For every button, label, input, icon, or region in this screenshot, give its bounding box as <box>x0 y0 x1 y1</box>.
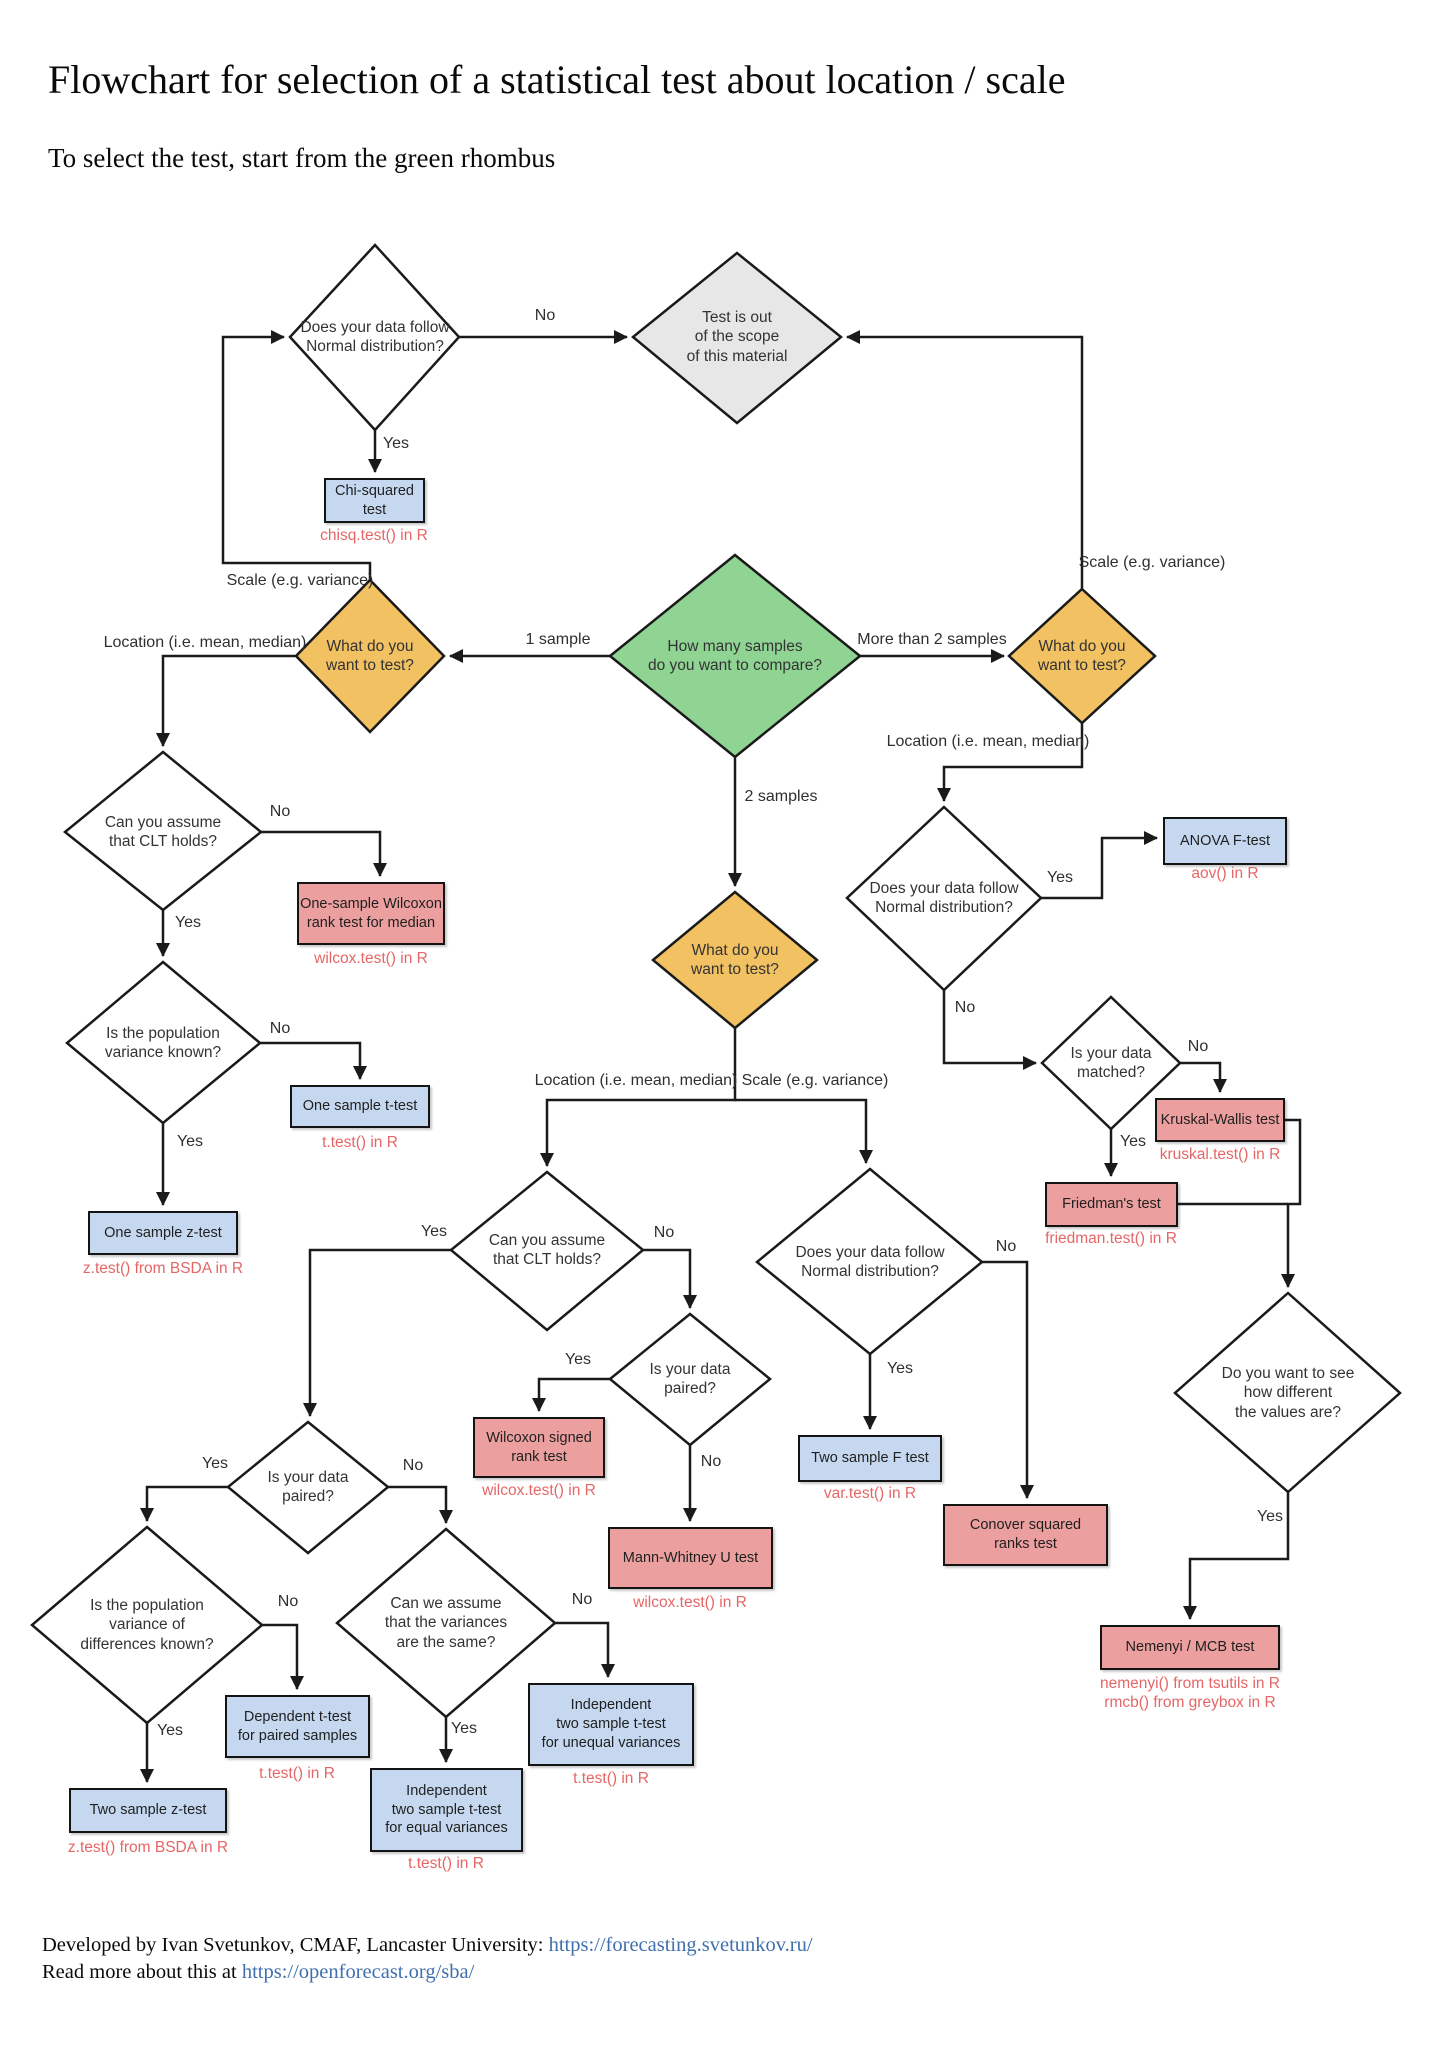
footer-readmore-text: Read more about this at <box>42 1961 242 1984</box>
test-box-mann-whitney: Mann-Whitney U test <box>608 1527 773 1589</box>
page-title: Flowchart for selection of a statistical… <box>48 57 1066 102</box>
diamond-paired-left <box>226 1420 390 1555</box>
edge-whatmid-location <box>540 1028 737 1167</box>
edge-normalright-yes <box>1041 831 1158 900</box>
test-box-conover: Conover squared ranks test <box>943 1504 1108 1566</box>
diamond-how-different <box>1173 1291 1402 1494</box>
test-box-one-sample-z: One sample z-test <box>88 1211 238 1255</box>
edge-cltmid-yes <box>303 1248 451 1417</box>
diamond-paired-mid <box>608 1312 772 1447</box>
diamond-what-right <box>1007 587 1157 725</box>
test-box-two-sample-f: Two sample F test <box>798 1435 942 1482</box>
diamond-var-same <box>335 1527 557 1719</box>
diamond-clt-mid <box>449 1170 645 1332</box>
test-box-chi-squared: Chi-squared test <box>324 478 425 523</box>
page-subtitle: To select the test, start from the green… <box>48 143 556 173</box>
test-box-wilcoxon-signed: Wilcoxon signed rank test <box>473 1417 605 1478</box>
test-box-indep-unequal: Independent two sample t-test for unequa… <box>528 1683 694 1766</box>
diamond-normal-top <box>288 243 461 432</box>
footer-line1: Developed by Ivan Svetunkov, CMAF, Lanca… <box>42 1932 813 1959</box>
test-box-indep-equal: Independent two sample t-test for equal … <box>370 1768 523 1852</box>
test-box-friedman: Friedman's test <box>1045 1182 1178 1227</box>
edge-whatleft-scale-loop <box>221 330 372 580</box>
diamond-how-many <box>608 553 862 759</box>
edge-popvardiff-no <box>262 1623 304 1690</box>
test-box-nemenyi: Nemenyi / MCB test <box>1100 1625 1280 1670</box>
test-box-anova-f: ANOVA F-test <box>1163 817 1287 865</box>
edge-pairedleft-no <box>388 1485 453 1524</box>
diamond-out-of-scope <box>631 251 843 425</box>
diamond-pop-var-diff <box>30 1525 264 1725</box>
diamond-matched <box>1040 995 1182 1131</box>
edge-pairedmid-yes <box>532 1377 610 1412</box>
edge-cltleft-no <box>261 830 387 877</box>
edge-kruskal-down <box>1281 1118 1302 1288</box>
test-box-kruskal-wallis: Kruskal-Wallis test <box>1155 1098 1285 1142</box>
footer-credit-text: Developed by Ivan Svetunkov, CMAF, Lanca… <box>42 1934 549 1956</box>
diamond-what-left <box>294 578 446 734</box>
footer-link-forecasting[interactable]: https://forecasting.svetunkov.ru/ <box>548 1934 813 1956</box>
test-box-two-sample-z: Two sample z-test <box>69 1788 227 1833</box>
test-box-one-sample-t: One sample t-test <box>290 1085 430 1128</box>
diamond-normal-mid <box>755 1167 984 1356</box>
test-box-one-sample-wilcoxon: One-sample Wilcoxon rank test for median <box>297 882 445 945</box>
edge-howdiff-yes <box>1183 1492 1290 1620</box>
edge-pairedleft-yes <box>140 1485 228 1522</box>
edge-matched-no <box>1180 1061 1227 1093</box>
footer: Developed by Ivan Svetunkov, CMAF, Lanca… <box>42 1932 813 1987</box>
diamond-normal-right <box>845 805 1043 992</box>
edge-whatleft-location <box>156 654 296 747</box>
edge-cltmid-no <box>643 1248 697 1309</box>
footer-link-openforecast[interactable]: https://openforecast.org/sba/ <box>241 1961 475 1984</box>
edge-popvar-no <box>260 1041 367 1080</box>
edge-whatright-location <box>937 723 1084 802</box>
test-box-dependent-t: Dependent t-test for paired samples <box>225 1695 370 1758</box>
edge-varsame-no <box>555 1621 615 1678</box>
footer-line2: Read more about this at https://openfore… <box>42 1959 813 1986</box>
edge-whatmid-scale <box>735 1098 873 1164</box>
edge-normalright-no <box>942 990 1037 1070</box>
diamond-pop-var <box>65 960 262 1125</box>
edge-normalmid-no <box>982 1260 1034 1499</box>
diamond-what-mid <box>651 890 819 1030</box>
diamond-clt-left <box>63 750 263 912</box>
edge-whatright-scale <box>846 330 1084 589</box>
